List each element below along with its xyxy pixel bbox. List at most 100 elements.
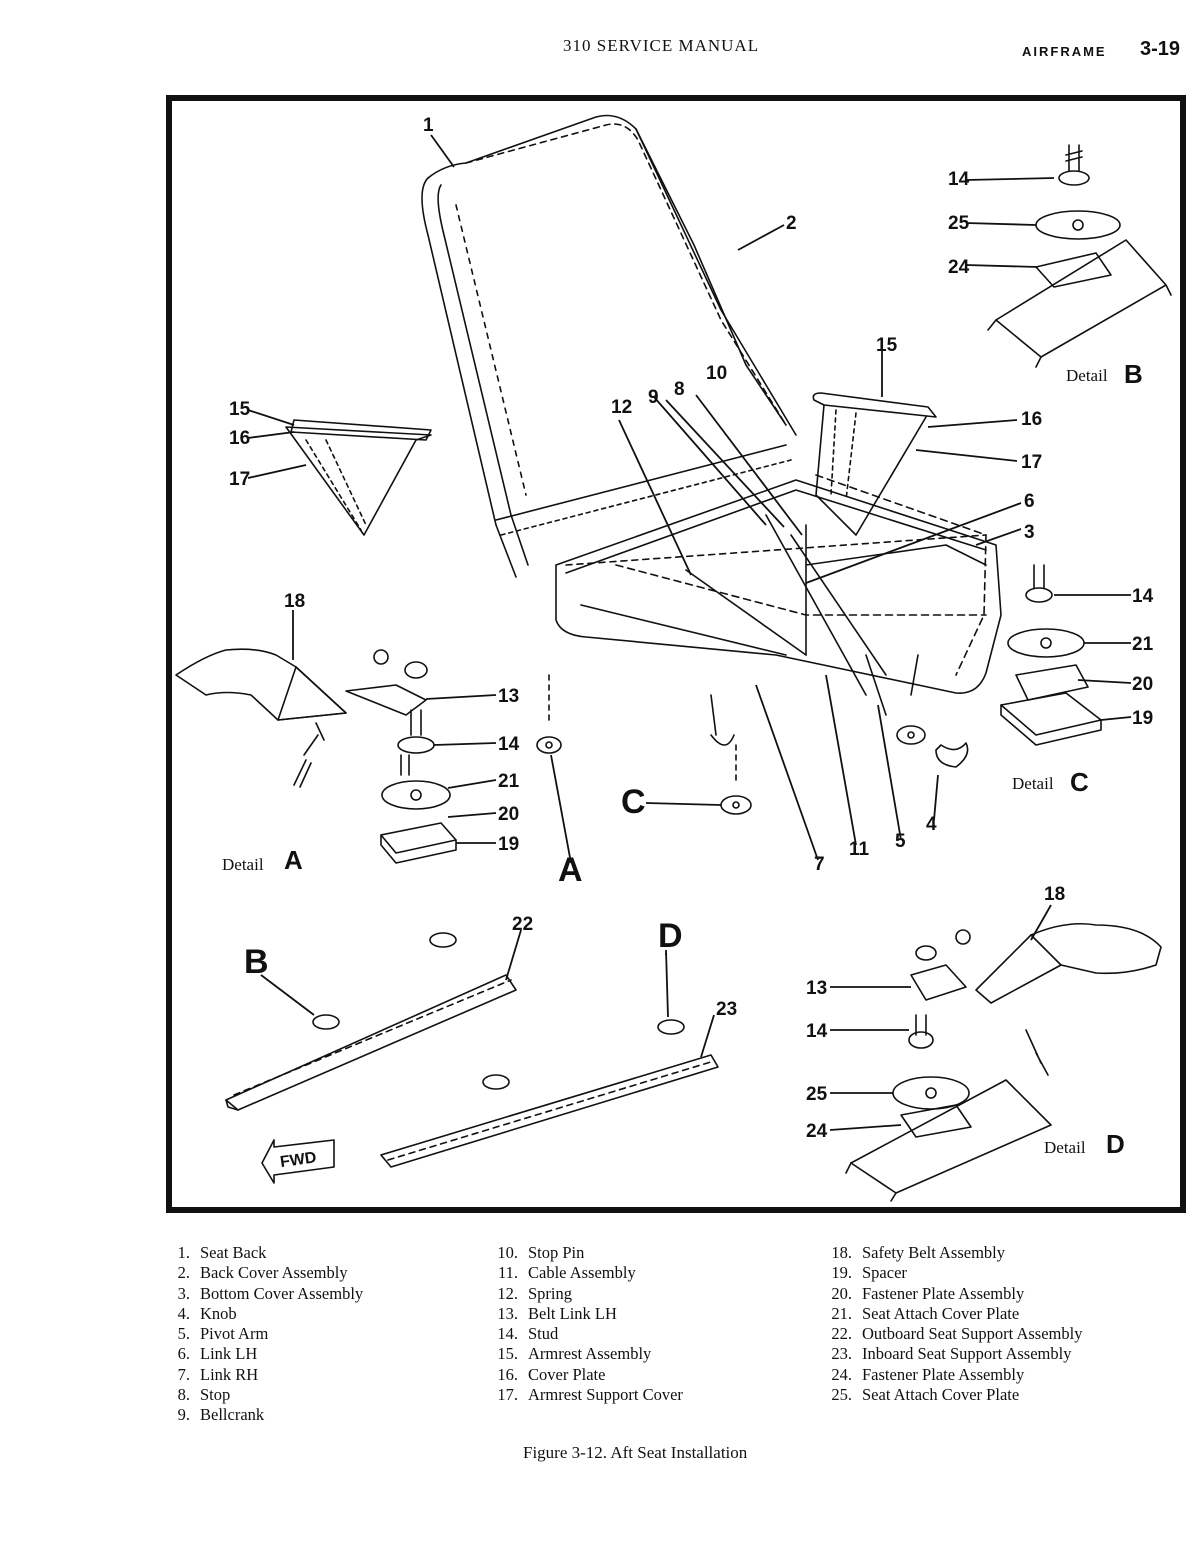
detail-a-letter: A [284, 845, 303, 875]
legend-item-number: 15. [497, 1344, 518, 1364]
legend-item: 25. Seat Attach Cover Plate [822, 1385, 1082, 1405]
callout-17-left: 17 [229, 469, 250, 490]
page-number: 3-19 [1140, 38, 1181, 60]
legend-item: 16. Cover Plate [488, 1365, 683, 1385]
callout-15-left: 15 [229, 399, 251, 420]
legend-item: 19. Spacer [822, 1263, 1082, 1283]
armrest-left [285, 419, 432, 536]
callout-14-detail-c: 14 [1132, 586, 1154, 607]
legend-item: 15.Armrest Assembly [488, 1344, 683, 1364]
legend-item-name: Bottom Cover Assembly [200, 1283, 364, 1303]
legend-item-number: 8. [177, 1385, 190, 1405]
legend-item-number: 22. [831, 1324, 852, 1344]
detail-d-letter: D [1106, 1129, 1125, 1159]
legend-item-number: 11. [497, 1263, 518, 1283]
callout-5: 5 [895, 831, 906, 852]
callout-2: 2 [786, 213, 797, 234]
legend-item-name: Link RH [200, 1364, 259, 1384]
legend-item-number: 14. [497, 1324, 518, 1344]
callout-21-detail-a: 21 [498, 771, 520, 792]
callout-9: 9 [648, 387, 659, 408]
mechanism [685, 514, 887, 716]
legend-item-number: 3. [177, 1283, 190, 1303]
legend-item-number: 24. [831, 1364, 852, 1384]
legend-item: 8.Stop [160, 1385, 363, 1405]
callout-25-detail-b: 25 [948, 213, 970, 234]
detail-d-label: Detail [1044, 1138, 1086, 1157]
detail-a-label: Detail [222, 855, 264, 874]
legend-item-number: 7. [177, 1364, 190, 1384]
callout-4: 4 [926, 814, 937, 835]
aft-seat-diagram: 1 2 15 10 8 9 12 16 17 6 3 15 16 17 14 2… [166, 95, 1186, 1213]
legend-item-name: Outboard Seat Support Assembly [862, 1324, 1083, 1344]
legend-item: 21.Seat Attach Cover Plate [822, 1304, 1082, 1324]
back-cover [635, 128, 787, 426]
detail-c-letter: C [1070, 767, 1089, 797]
seat-bottom-frame [495, 444, 1002, 746]
legend-item: 24.Fastener Plate Assembly [822, 1365, 1082, 1385]
detail-a-hardware [175, 648, 457, 864]
legend-item-number: 20. [831, 1283, 852, 1303]
legend-item: 11.Cable Assembly [488, 1263, 683, 1283]
locator-washers-ac [536, 674, 969, 815]
seat-back [421, 114, 797, 578]
legend-item-number: 2. [177, 1263, 190, 1283]
fwd-arrow [261, 1139, 335, 1184]
legend-item-number: 18. [831, 1243, 852, 1262]
legend-item-name: Seat Attach Cover Plate [862, 1385, 1020, 1405]
legend-item-name: Stud [528, 1324, 559, 1344]
callout-21-detail-c: 21 [1132, 634, 1154, 655]
locator-c: C [621, 783, 646, 821]
legend-item: 7. Link RH [160, 1365, 363, 1385]
legend-item-number: 23. [831, 1344, 852, 1364]
callout-19-detail-c: 19 [1132, 708, 1153, 729]
legend-item-name: Armrest Support Cover [528, 1385, 683, 1405]
callout-8: 8 [674, 379, 685, 400]
callout-1: 1 [423, 115, 434, 136]
legend-item-number: 1. [177, 1243, 190, 1262]
callout-24-detail-d: 24 [806, 1121, 828, 1142]
legend-column-3: 18. Safety Belt Assembly 19. Spacer 20. Faste… [822, 1243, 1082, 1405]
manual-title: 310 SERVICE MANUAL [563, 36, 760, 55]
legend-item: 17.Armrest Support Cover [488, 1385, 683, 1405]
legend-item-name: Stop Pin [528, 1243, 585, 1262]
legend-item-number: 4. [177, 1303, 190, 1323]
callout-14-detail-a: 14 [498, 734, 520, 755]
legend-item: 20. Fastener Plate Assembly [822, 1284, 1082, 1304]
legend-item-name: Inboard Seat Support Assembly [862, 1344, 1072, 1364]
legend-item-number: 16. [497, 1364, 518, 1384]
legend-item-name: Cover Plate [528, 1364, 606, 1384]
callout-7: 7 [814, 854, 825, 875]
legend-item-name: Link LH [200, 1344, 258, 1364]
locator-d: D [658, 917, 683, 955]
legend-item: 10. Stop Pin [488, 1243, 683, 1263]
callout-14-detail-b: 14 [948, 169, 970, 190]
legend-item-name: Belt Link LH [528, 1303, 617, 1323]
callout-14-detail-d: 14 [806, 1021, 828, 1042]
legend-item: 4.Knob [160, 1304, 363, 1324]
legend-item: 13.Belt Link LH [488, 1304, 683, 1324]
callout-6: 6 [1024, 491, 1035, 512]
legend-item-name: Spacer [862, 1263, 907, 1283]
legend-item-name: Pivot Arm [200, 1324, 269, 1344]
detail-c-label: Detail [1012, 774, 1054, 793]
legend-item-number: 19. [831, 1263, 852, 1283]
legend-item-number: 25. [831, 1385, 852, 1405]
legend-item-number: 10. [497, 1243, 518, 1262]
legend-item-name: Safety Belt Assembly [862, 1243, 1005, 1262]
legend-item: 12.Spring [488, 1284, 683, 1304]
legend-item-number: 12. [497, 1283, 518, 1303]
legend-item-name: Seat Attach Cover Plate [862, 1303, 1020, 1323]
legend-item: 2.Back Cover Assembly [160, 1263, 363, 1283]
callout-13-detail-a: 13 [498, 686, 519, 707]
legend-item: 6. Link LH [160, 1344, 363, 1364]
callout-3: 3 [1024, 522, 1035, 543]
callout-23: 23 [716, 999, 737, 1020]
callout-25-detail-d: 25 [806, 1084, 828, 1105]
callout-24-detail-b: 24 [948, 257, 970, 278]
legend-item-name: Fastener Plate Assembly [862, 1283, 1025, 1303]
legend-item-number: 6. [177, 1344, 190, 1364]
legend-item: 3. Bottom Cover Assembly [160, 1283, 364, 1304]
